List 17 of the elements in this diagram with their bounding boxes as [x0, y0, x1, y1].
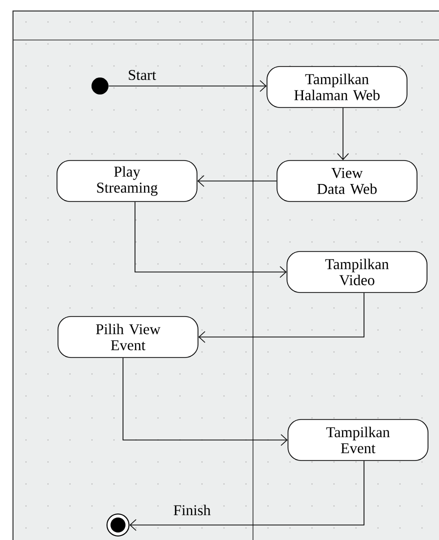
activity-box: Tampilkan Event — [288, 419, 428, 461]
start-node — [92, 78, 108, 94]
activity-box: Tampilkan Video — [286, 251, 428, 293]
activity-box: View Data Web — [276, 160, 418, 202]
node-label: Finish — [174, 504, 211, 516]
arrow — [198, 292, 364, 343]
node-label: Start — [128, 70, 156, 80]
activity-box: Tampilkan Halaman Web — [266, 66, 408, 108]
arrow — [337, 108, 349, 160]
arrow — [108, 80, 267, 92]
final-node — [106, 514, 130, 536]
arrow — [197, 175, 277, 187]
activity-box: Play Streaming — [56, 160, 198, 202]
arrow — [130, 460, 364, 531]
arrow — [122, 358, 288, 446]
arrow — [134, 202, 287, 278]
activity-box: Pilih View Event — [58, 316, 198, 358]
